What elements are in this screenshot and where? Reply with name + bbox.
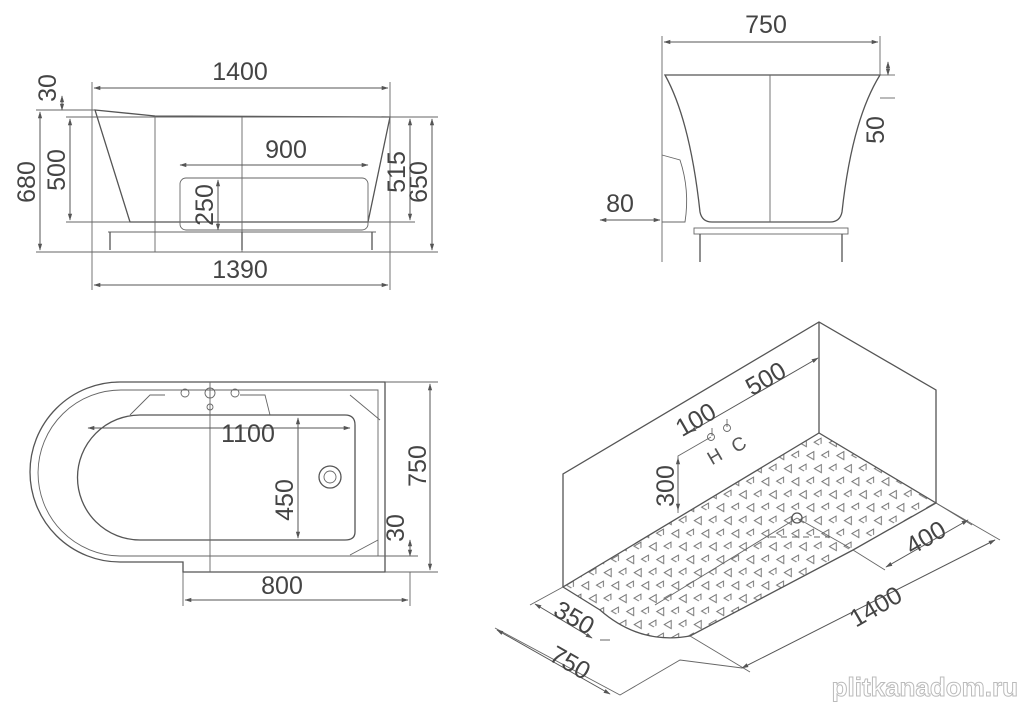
dim-label-50: 50: [862, 116, 890, 144]
dim-label-1100: 1100: [221, 420, 275, 448]
dim-label-750: 750: [745, 11, 787, 39]
dim-label-450: 450: [271, 479, 299, 521]
dim-label-30: 30: [34, 74, 62, 102]
dim-label-300: 300: [652, 465, 680, 507]
dim-1400: [741, 539, 996, 669]
legs: [699, 234, 843, 262]
dim-label-80: 80: [606, 190, 634, 218]
dim-label-750: 750: [404, 445, 432, 487]
wall-profile: [661, 154, 688, 223]
installation-view: 500 100 H C 300 400 1400 350 750: [494, 321, 1001, 696]
dim-label-515: 515: [383, 151, 411, 193]
cold-label: C: [728, 433, 750, 458]
dim-label-1390: 1390: [212, 256, 268, 284]
dim-750: [496, 629, 611, 695]
tub-inner-basin: [76, 414, 356, 541]
tub-outer-outline: [29, 381, 386, 573]
dim-label-30: 30: [382, 514, 410, 542]
dim-label-250: 250: [191, 184, 219, 226]
tub-end-outline: [663, 74, 882, 223]
legs: [109, 232, 373, 250]
dim-label-650: 650: [405, 161, 433, 203]
drain-icon: [791, 512, 803, 524]
tile-pattern: [563, 433, 936, 638]
plan-view: 1100 450 750 30 800: [29, 381, 438, 606]
dim-500: [689, 357, 819, 433]
hot-label: H: [704, 445, 726, 470]
side-panel: [179, 177, 369, 231]
dim-label-750: 750: [545, 641, 595, 686]
dim-label-1400: 1400: [212, 58, 268, 86]
drain-icon: [318, 465, 342, 489]
dim-label-100: 100: [671, 398, 721, 443]
hot-tap-icon: [707, 433, 715, 441]
tub-body-outline: [94, 109, 391, 223]
dim-label-680: 680: [13, 161, 41, 203]
dim-label-900: 900: [265, 136, 307, 164]
dim-label-800: 800: [261, 572, 303, 600]
watermark: plitkanadom.ru: [832, 672, 1018, 702]
walls: [562, 321, 937, 587]
cold-tap-icon: [723, 424, 731, 432]
leg-frame: [693, 227, 849, 235]
end-view: 750 50 80: [599, 11, 895, 262]
dim-label-500: 500: [43, 149, 71, 191]
side-view: 1400 30 680 500 900 250 515 650 1390: [13, 58, 438, 290]
